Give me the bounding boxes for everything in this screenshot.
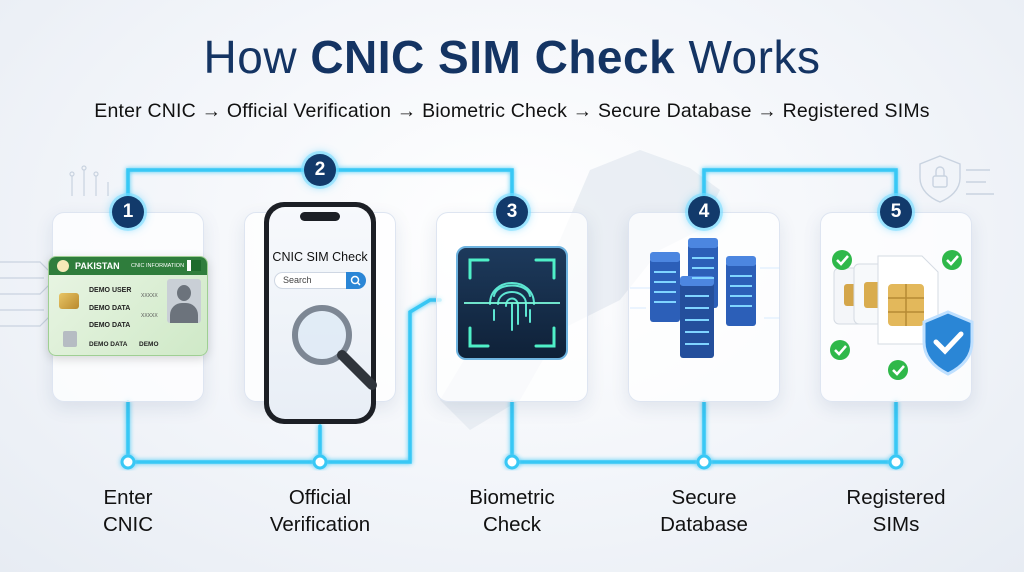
magnifier-icon (292, 305, 377, 390)
shield-lock-decoration (919, 155, 994, 203)
search-icon (350, 275, 361, 286)
step-label-1-line1: Enter (103, 486, 153, 509)
emblem-icon (57, 260, 69, 272)
node-dot-5 (888, 454, 904, 470)
title-emphasis: CNIC SIM Check (310, 31, 676, 83)
step-label-5-line1: Registered (846, 486, 946, 509)
id-card-icon: PAKISTAN CNIC INFORMATION DEMO USER DEMO… (48, 256, 208, 356)
avatar (167, 279, 201, 323)
step-label-3-line1: Biometric (469, 486, 555, 509)
step-badge-4: 4 (688, 196, 720, 228)
card-field-2: DEMO DATA (89, 322, 131, 329)
card-name: DEMO USER (89, 287, 132, 294)
small-photo-icon (63, 331, 77, 347)
server-database-icon (630, 228, 780, 368)
card-masked-2: XXXXX (141, 313, 158, 319)
step-label-4-line2: Database (660, 513, 748, 536)
flag-icon (187, 260, 201, 271)
server-rack (650, 238, 756, 358)
step-label-3-line2: Check (482, 513, 542, 536)
step-badge-1: 1 (112, 196, 144, 228)
search-input[interactable]: Search (274, 272, 366, 289)
node-dot-1 (120, 454, 136, 470)
page-subtitle: Enter CNIC → Official Verification → Bio… (94, 100, 930, 122)
fingerprint-icon (456, 246, 568, 360)
title-prefix: How (203, 31, 311, 83)
node-dot-4 (696, 454, 712, 470)
check-icons (830, 250, 962, 380)
node-dot-3 (504, 454, 520, 470)
card-header: CNIC INFORMATION (131, 263, 185, 269)
search-button[interactable] (346, 272, 366, 289)
title-suffix: Works (675, 31, 821, 83)
step-label-1-line2: CNIC (102, 513, 154, 536)
card-masked-1: XXXXX (141, 293, 158, 299)
step-badge-2: 2 (304, 154, 336, 186)
search-placeholder: Search (283, 275, 312, 285)
step-badge-3: 3 (496, 196, 528, 228)
step-label-2-line1: Official (288, 486, 352, 509)
card-country: PAKISTAN (75, 261, 120, 271)
card-field-3: DEMO DATA (89, 341, 128, 348)
phone-search-icon: CNIC SIM Check Search (264, 202, 377, 424)
page-title: How CNIC SIM Check Works (0, 30, 1024, 84)
step-label-5-line2: SIMs (872, 513, 920, 536)
sim-card-shield-icon (826, 240, 976, 390)
step-badge-5: 5 (880, 196, 912, 228)
node-dot-2 (312, 454, 328, 470)
step-label-4-line1: Secure (671, 486, 737, 509)
chip-icon (59, 293, 79, 309)
app-title: CNIC SIM Check (272, 250, 368, 264)
step-label-2-line2: Verification (269, 513, 371, 536)
card-field-1: DEMO DATA (89, 305, 131, 312)
card-field-4: DEMO (139, 341, 159, 348)
